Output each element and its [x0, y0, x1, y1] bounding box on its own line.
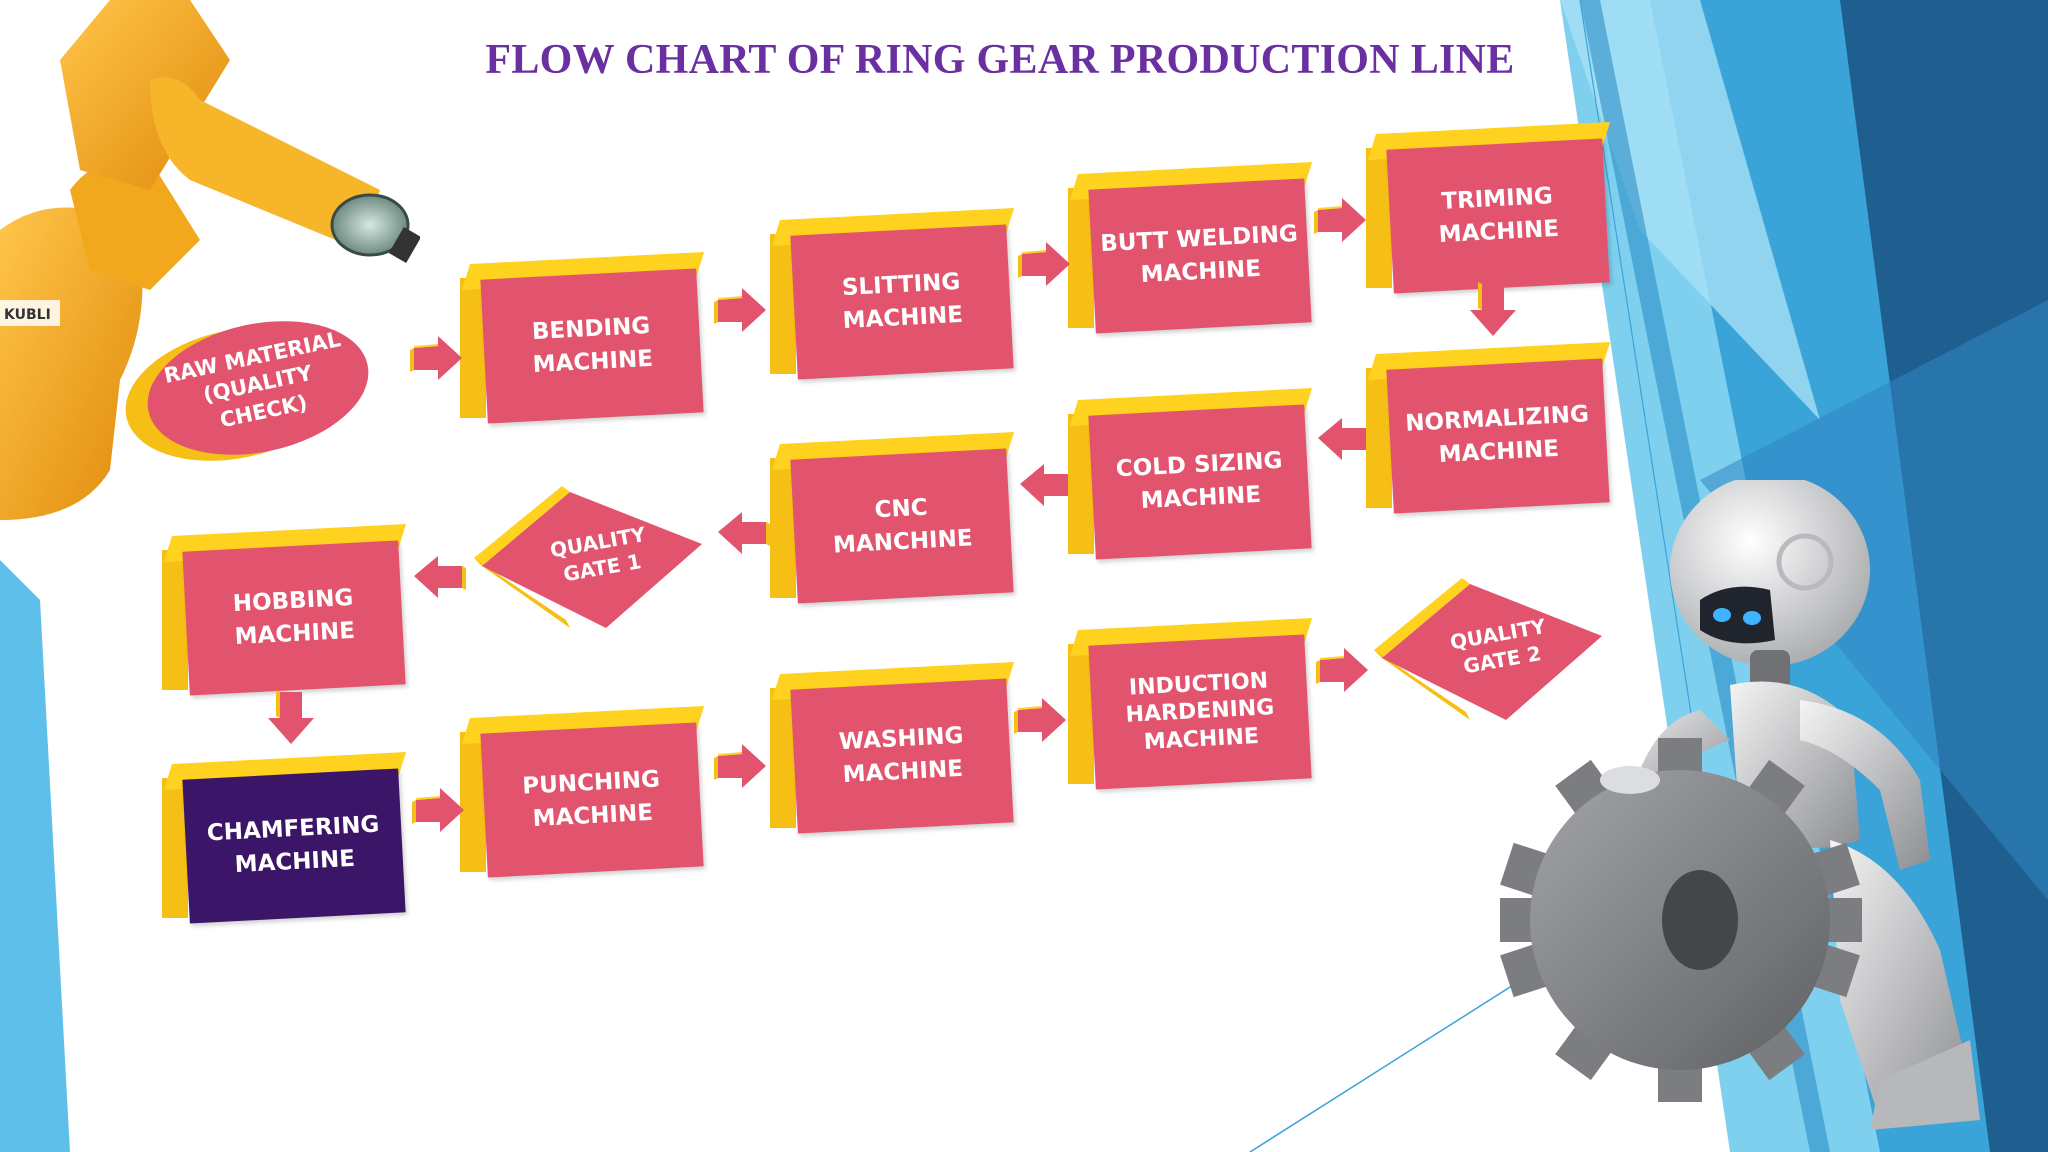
normalizing-machine-step: NORMALIZING MACHINE — [1366, 330, 1614, 516]
arrow-right-icon — [1312, 196, 1368, 246]
arrow-right-icon — [1012, 696, 1068, 746]
arrow-left-icon — [716, 508, 772, 558]
bending-machine-step: BENDING MACHINE — [460, 240, 708, 426]
slitting-machine-step: SLITTING MACHINE — [770, 196, 1018, 382]
arrow-left-icon — [1316, 414, 1372, 464]
arrow-right-icon — [712, 742, 768, 792]
cnc-machine-step: CNC MANCHINE — [770, 420, 1018, 606]
chamfering-machine-label: CHAMFERING MACHINE — [182, 768, 406, 924]
quality-gate-1-diamond: QUALITY GATE 1 — [470, 478, 710, 628]
arrow-left-icon — [1018, 460, 1074, 510]
washing-machine-step: WASHING MACHINE — [770, 650, 1018, 836]
arrow-down-icon — [266, 690, 316, 746]
raw-material-step: RAW MATERIAL (QUALITY CHECK) — [118, 306, 378, 466]
slitting-machine-label: SLITTING MACHINE — [790, 224, 1014, 380]
svg-text:KUBLI: KUBLI — [4, 307, 51, 323]
quality-gate-2-diamond: QUALITY GATE 2 — [1370, 570, 1610, 720]
arrow-right-icon — [1016, 240, 1072, 290]
butt-welding-machine-step: BUTT WELDING MACHINE — [1068, 150, 1316, 336]
arrow-left-icon — [412, 552, 468, 602]
chamfering-machine-step: CHAMFERING MACHINE — [162, 740, 410, 926]
arrow-down-icon — [1468, 282, 1518, 338]
cold-sizing-machine-step: COLD SIZING MACHINE — [1068, 376, 1316, 562]
induction-hardening-machine-step: INDUCTION HARDENING MACHINE — [1068, 606, 1316, 792]
cnc-machine-label: CNC MANCHINE — [790, 448, 1014, 604]
butt-welding-machine-label: BUTT WELDING MACHINE — [1088, 178, 1312, 334]
arrow-right-icon — [712, 286, 768, 336]
robot-arm-illustration: KUBLI — [0, 0, 420, 520]
arrow-right-icon — [408, 334, 464, 384]
arrow-right-icon — [410, 786, 466, 836]
arrow-right-icon — [1314, 646, 1370, 696]
triming-machine-step: TRIMING MACHINE — [1366, 110, 1614, 296]
punching-machine-step: PUNCHING MACHINE — [460, 694, 708, 880]
slide-title: FLOW CHART OF RING GEAR PRODUCTION LINE — [485, 37, 1515, 83]
bending-machine-label: BENDING MACHINE — [480, 268, 704, 424]
robot-with-gear-illustration — [1500, 480, 1980, 1130]
hobbing-machine-label: HOBBING MACHINE — [182, 540, 406, 696]
triming-machine-label: TRIMING MACHINE — [1386, 138, 1610, 294]
induction-hardening-machine-label: INDUCTION HARDENING MACHINE — [1088, 634, 1312, 790]
hobbing-machine-step: HOBBING MACHINE — [162, 512, 410, 698]
cold-sizing-machine-label: COLD SIZING MACHINE — [1088, 404, 1312, 560]
washing-machine-label: WASHING MACHINE — [790, 678, 1014, 834]
punching-machine-label: PUNCHING MACHINE — [480, 722, 704, 878]
